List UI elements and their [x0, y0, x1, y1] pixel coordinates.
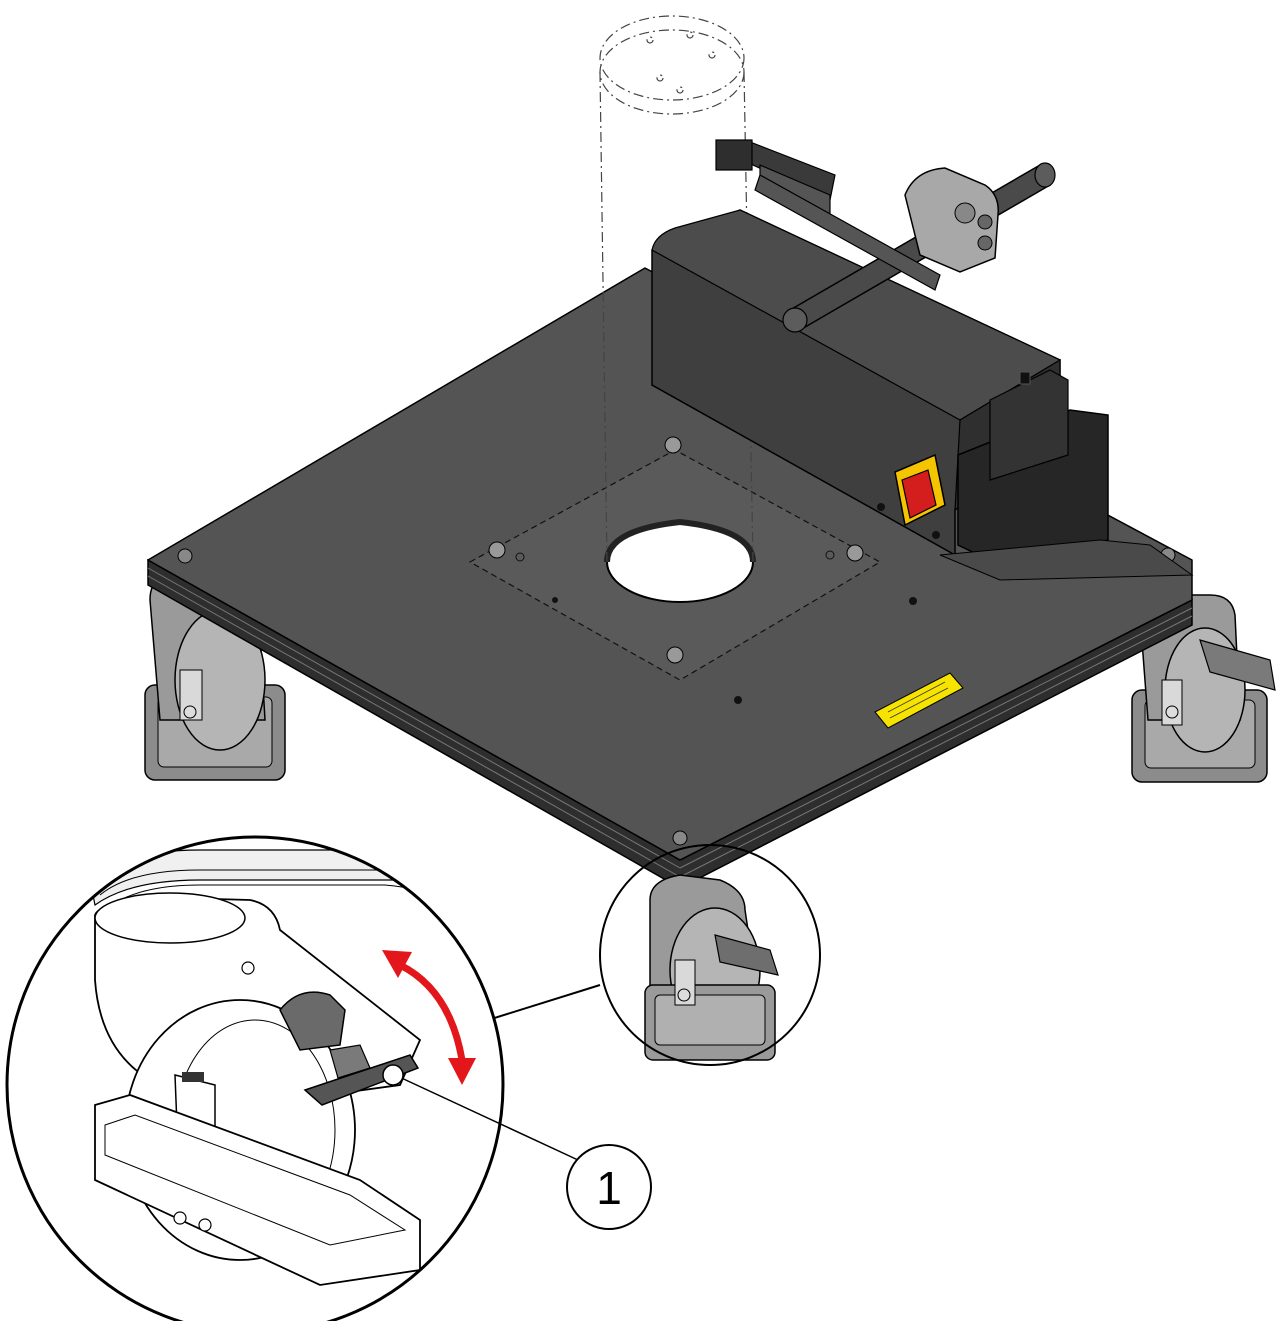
drive-housing	[651, 209, 1194, 581]
caster-front	[644, 874, 779, 1061]
callout-1: 1	[382, 1064, 652, 1230]
detail-highlight	[487, 844, 821, 1066]
double-headed-curved-arrow-icon	[382, 950, 476, 1085]
handle-rod-assembly	[715, 139, 1056, 333]
center-mount-plate	[468, 436, 882, 681]
main-switch	[877, 453, 946, 539]
detail-view	[5, 835, 505, 1321]
callout-number: 1	[596, 1162, 622, 1214]
warning-label	[874, 672, 964, 729]
